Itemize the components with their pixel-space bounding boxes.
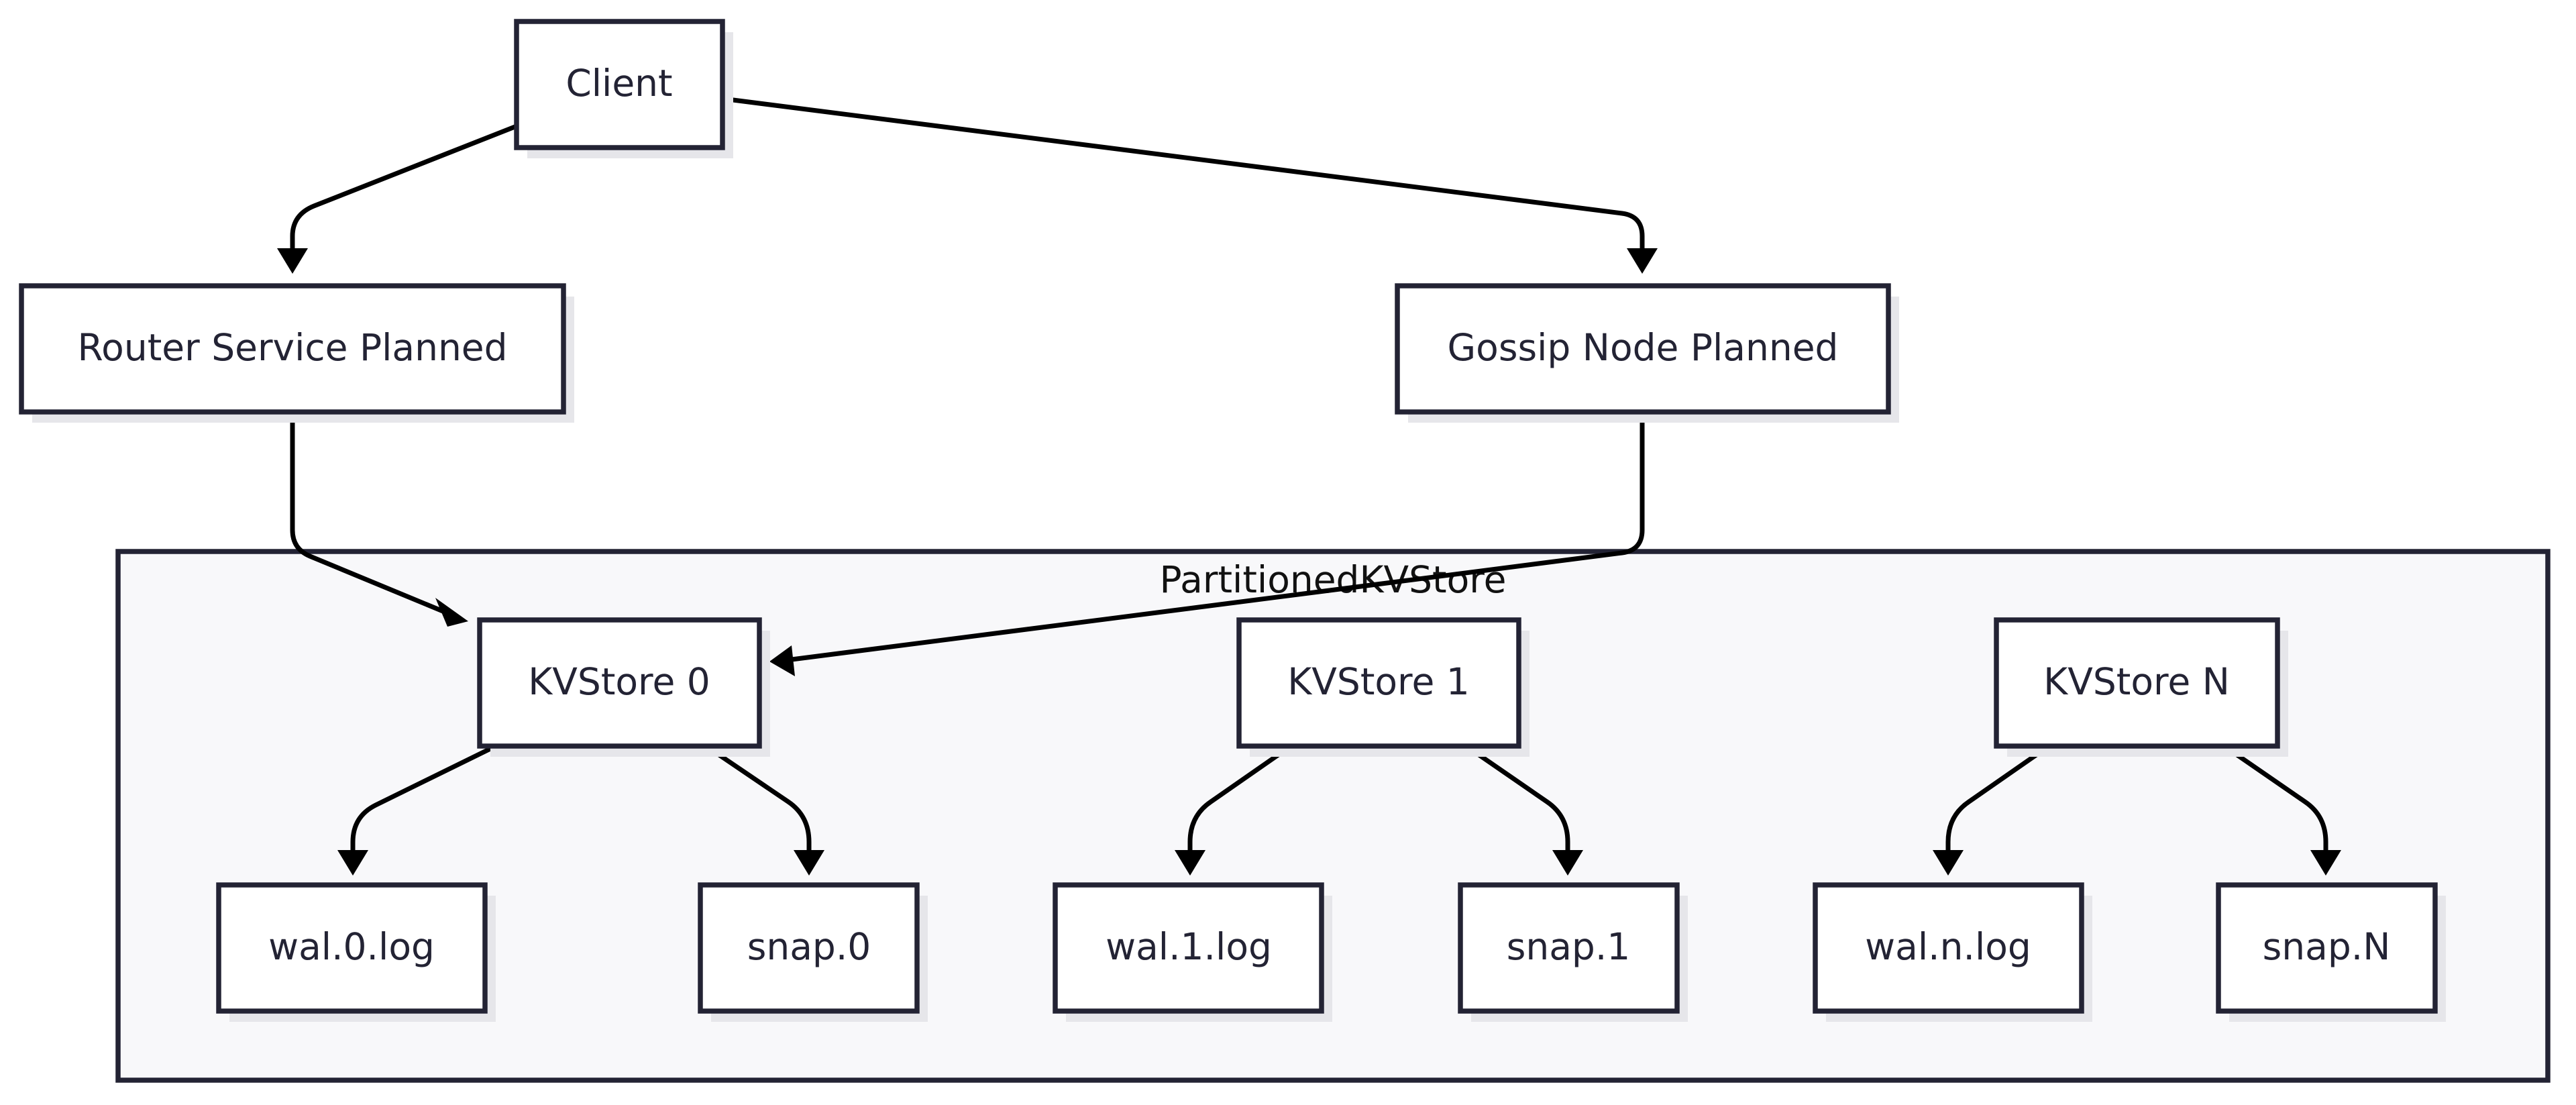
node-wal-0-box — [216, 882, 488, 1014]
edge-kvstore0-wal0 — [350, 745, 494, 858]
node-kvstore-n: KVStore N — [1994, 617, 2288, 757]
node-kvstore-n-box — [1994, 617, 2280, 749]
arrowhead-kvstoren-waln — [1933, 850, 1964, 876]
arrowhead-kvstore1-snap1 — [1552, 850, 1583, 876]
group-partitioned-kvstore-label: PartitionedKVStore — [1159, 558, 1506, 601]
node-snap-n: snap.N — [2216, 882, 2446, 1022]
node-router-service-label: Router Service Planned — [77, 326, 507, 369]
arrowhead-gossip-kvstore0 — [769, 645, 795, 676]
node-wal-n-box — [1813, 882, 2084, 1014]
node-kvstore-1-label: KVStore 1 — [1287, 660, 1470, 703]
edge-router-kvstore0 — [290, 409, 449, 615]
node-wal-1-box — [1053, 882, 1324, 1014]
edge-gossip-kvstore0 — [789, 409, 1645, 662]
node-kvstore-0-label: KVStore 0 — [528, 660, 710, 703]
node-snap-n-box — [2216, 882, 2438, 1014]
node-snap-n-label: snap.N — [2263, 925, 2391, 968]
node-gossip-node-label: Gossip Node Planned — [1448, 326, 1839, 369]
node-snap-1-box — [1458, 882, 1680, 1014]
node-kvstore-1: KVStore 1 — [1236, 617, 1529, 757]
node-gossip-node-box — [1395, 283, 1891, 415]
arrowhead-kvstore0-snap0 — [794, 850, 824, 876]
edge-kvstoren-snapn — [2224, 745, 2328, 858]
node-client-box — [514, 19, 725, 150]
arrowhead-kvstore0-wal0 — [337, 850, 368, 876]
edge-kvstore1-wal1 — [1187, 745, 1291, 858]
node-gossip-node: Gossip Node Planned — [1395, 283, 1899, 423]
node-wal-0-label: wal.0.log — [268, 925, 435, 968]
edge-kvstoren-waln — [1945, 745, 2049, 858]
edge-kvstore0-snap0 — [706, 745, 812, 858]
node-snap-1-label: snap.1 — [1507, 925, 1631, 968]
node-snap-0-label: snap.0 — [747, 925, 871, 968]
node-wal-0: wal.0.log — [216, 882, 496, 1022]
node-wal-n: wal.n.log — [1813, 882, 2092, 1022]
arrowhead-client-gossip — [1627, 248, 1658, 274]
node-snap-0: snap.0 — [698, 882, 928, 1022]
arrowhead-kvstore1-wal1 — [1175, 850, 1205, 876]
node-wal-1: wal.1.log — [1053, 882, 1332, 1022]
arrowhead-kvstoren-snapn — [2310, 850, 2341, 876]
arrowhead-router-kvstore0 — [435, 598, 468, 627]
edge-kvstore1-snap1 — [1466, 745, 1570, 858]
node-router-service-box — [19, 283, 566, 415]
node-wal-1-label: wal.1.log — [1106, 925, 1272, 968]
node-snap-1: snap.1 — [1458, 882, 1688, 1022]
node-snap-0-box — [698, 882, 920, 1014]
arrowhead-client-router — [277, 248, 308, 274]
node-kvstore-0: KVStore 0 — [477, 617, 770, 757]
edge-client-gossip — [720, 96, 1645, 256]
edge-client-router — [290, 123, 519, 256]
node-wal-n-label: wal.n.log — [1865, 925, 2031, 968]
node-kvstore-1-box — [1236, 617, 1521, 749]
node-kvstore-0-box — [477, 617, 762, 749]
node-router-service: Router Service Planned — [19, 283, 574, 423]
node-client-label: Client — [566, 62, 672, 105]
node-client: Client — [514, 19, 733, 158]
node-kvstore-n-label: KVStore N — [2043, 660, 2230, 703]
edges — [277, 96, 2341, 876]
